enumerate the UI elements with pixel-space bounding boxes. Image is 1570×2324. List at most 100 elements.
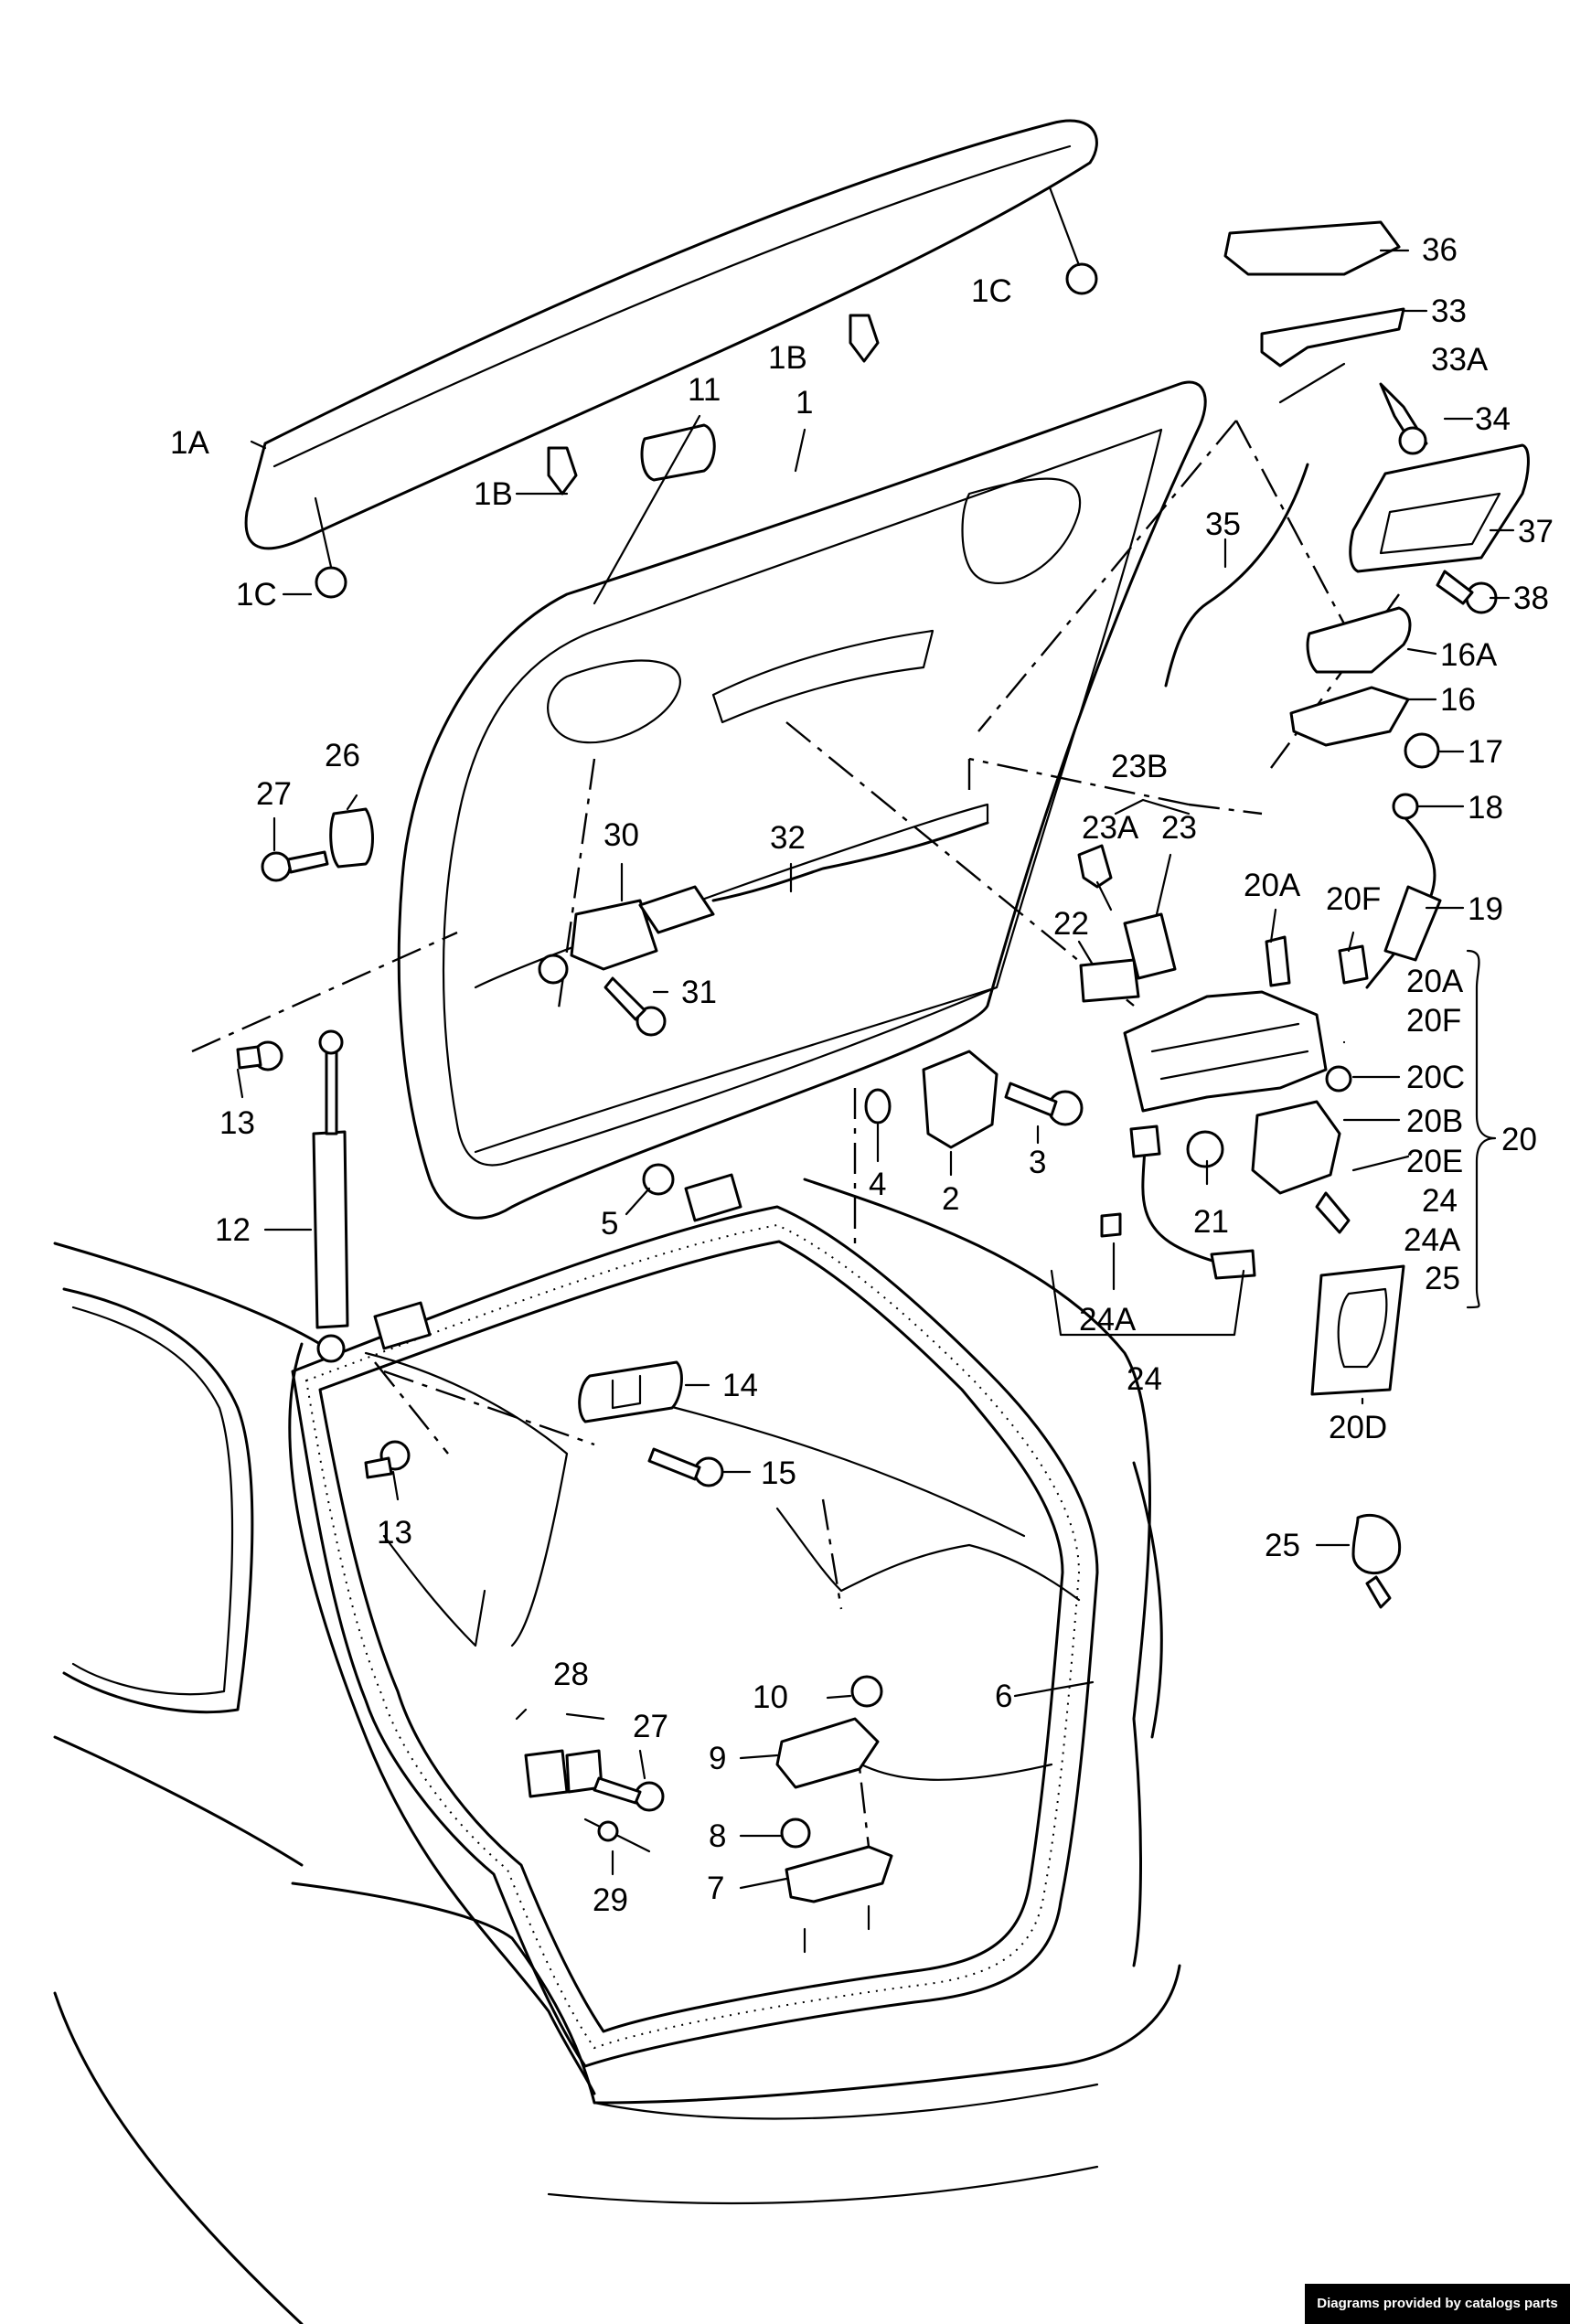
label-25-list: 25 xyxy=(1425,1261,1460,1296)
label-25: 25 xyxy=(1265,1528,1300,1563)
label-20b: 20B xyxy=(1406,1103,1463,1139)
label-20f-list: 20F xyxy=(1406,1003,1461,1039)
label-32: 32 xyxy=(770,820,806,856)
label-10: 10 xyxy=(753,1679,788,1715)
label-29: 29 xyxy=(593,1882,628,1918)
label-8: 8 xyxy=(709,1818,726,1854)
label-24a-list: 24A xyxy=(1404,1222,1461,1258)
label-13-lower: 13 xyxy=(377,1515,412,1551)
label-15: 15 xyxy=(761,1455,796,1491)
label-24: 24 xyxy=(1127,1361,1162,1397)
label-1a: 1A xyxy=(170,425,209,461)
part-10-nut xyxy=(850,1675,883,1708)
label-16: 16 xyxy=(1440,682,1476,718)
part-17-nut xyxy=(1404,732,1440,769)
label-7: 7 xyxy=(707,1871,724,1906)
label-6: 6 xyxy=(995,1679,1012,1714)
part-1c-nut xyxy=(315,566,347,599)
part-20d-gasket xyxy=(1310,1264,1405,1396)
label-20: 20 xyxy=(1501,1122,1537,1157)
part-32-rod xyxy=(711,821,989,902)
label-33a: 33A xyxy=(1431,342,1489,378)
label-11: 11 xyxy=(688,372,721,408)
label-23b: 23B xyxy=(1111,749,1168,784)
label-33: 33 xyxy=(1431,293,1467,329)
label-24-list: 24 xyxy=(1422,1183,1458,1219)
part-7-striker xyxy=(785,1845,893,1903)
label-31: 31 xyxy=(681,975,717,1010)
label-23: 23 xyxy=(1161,810,1197,846)
parts xyxy=(236,186,1530,1954)
label-18: 18 xyxy=(1468,790,1503,826)
label-13: 13 xyxy=(219,1105,255,1141)
label-20a-list: 20A xyxy=(1406,964,1464,999)
label-24a: 24A xyxy=(1079,1302,1137,1338)
part-1b-clip-2 xyxy=(849,314,880,363)
label-35: 35 xyxy=(1205,506,1241,542)
part-30-actuator xyxy=(570,899,658,971)
part-33-hook xyxy=(1260,307,1405,368)
label-16a: 16A xyxy=(1440,637,1498,673)
label-26: 26 xyxy=(325,738,360,773)
label-12: 12 xyxy=(215,1212,251,1248)
hinge-plate-left xyxy=(373,1301,432,1350)
label-27: 27 xyxy=(256,776,292,812)
part-26-bump-stop xyxy=(329,807,374,869)
label-3: 3 xyxy=(1029,1145,1046,1180)
label-1c: 1C xyxy=(236,577,277,613)
label-37: 37 xyxy=(1518,514,1554,549)
label-14: 14 xyxy=(722,1368,758,1403)
label-17: 17 xyxy=(1468,734,1503,770)
label-34: 34 xyxy=(1475,401,1511,437)
label-21: 21 xyxy=(1193,1204,1229,1240)
part-20a-switch xyxy=(1265,935,1291,987)
label-1: 1 xyxy=(796,385,813,421)
label-19: 19 xyxy=(1468,891,1503,927)
part-24a-clip xyxy=(1100,1212,1122,1238)
part-20-lock xyxy=(1123,990,1328,1113)
part-20c-seal xyxy=(1325,1065,1352,1093)
tailgate-panel xyxy=(397,380,1207,1220)
label-5: 5 xyxy=(601,1206,618,1242)
label-20d: 20D xyxy=(1329,1410,1387,1445)
label-4: 4 xyxy=(869,1167,886,1202)
vehicle-body xyxy=(53,1178,1181,2324)
label-23a: 23A xyxy=(1082,810,1139,846)
spoiler-panel xyxy=(244,119,1098,550)
alignment-lines xyxy=(191,420,1400,1848)
part-2-hinge xyxy=(922,1050,999,1149)
label-1b: 1B xyxy=(474,476,513,512)
part-16-striker xyxy=(1289,686,1410,747)
tailgate-seal xyxy=(291,1205,1099,2068)
part-22-bracket xyxy=(1079,958,1140,1003)
part-25-cable-tie xyxy=(1351,1513,1402,1575)
part-5-nut xyxy=(642,1163,675,1196)
part-9-striker-plate xyxy=(775,1717,880,1789)
label-1b-upper: 1B xyxy=(768,340,807,376)
part-1b-clip xyxy=(547,446,578,496)
label-38: 38 xyxy=(1513,581,1549,616)
part-28-bracket xyxy=(524,1749,569,1798)
part-21-nut xyxy=(1186,1130,1224,1168)
label-9: 9 xyxy=(709,1741,726,1776)
part-4-washer xyxy=(864,1088,892,1125)
credit-footer: Diagrams provided by catalogs parts xyxy=(1305,2284,1570,2324)
label-30: 30 xyxy=(603,817,639,853)
part-16a-cover xyxy=(1306,606,1412,674)
part-14-bracket xyxy=(578,1360,683,1423)
label-28: 28 xyxy=(553,1657,589,1692)
label-22: 22 xyxy=(1053,906,1089,942)
label-20e: 20E xyxy=(1406,1144,1463,1179)
part-20f-clip xyxy=(1338,944,1369,985)
part-1c-nut-2 xyxy=(1065,262,1098,295)
hinge-plate-right xyxy=(684,1173,742,1222)
label-leaders xyxy=(236,249,1515,1890)
part-12-gas-strut xyxy=(312,1130,349,1329)
part-18-grommet xyxy=(1392,793,1419,820)
part-37-plate xyxy=(1349,443,1530,573)
part-31-screw xyxy=(635,1006,667,1037)
label-20f: 20F xyxy=(1326,881,1381,917)
part-8-nut xyxy=(780,1818,811,1849)
part-36-cover xyxy=(1223,220,1401,276)
